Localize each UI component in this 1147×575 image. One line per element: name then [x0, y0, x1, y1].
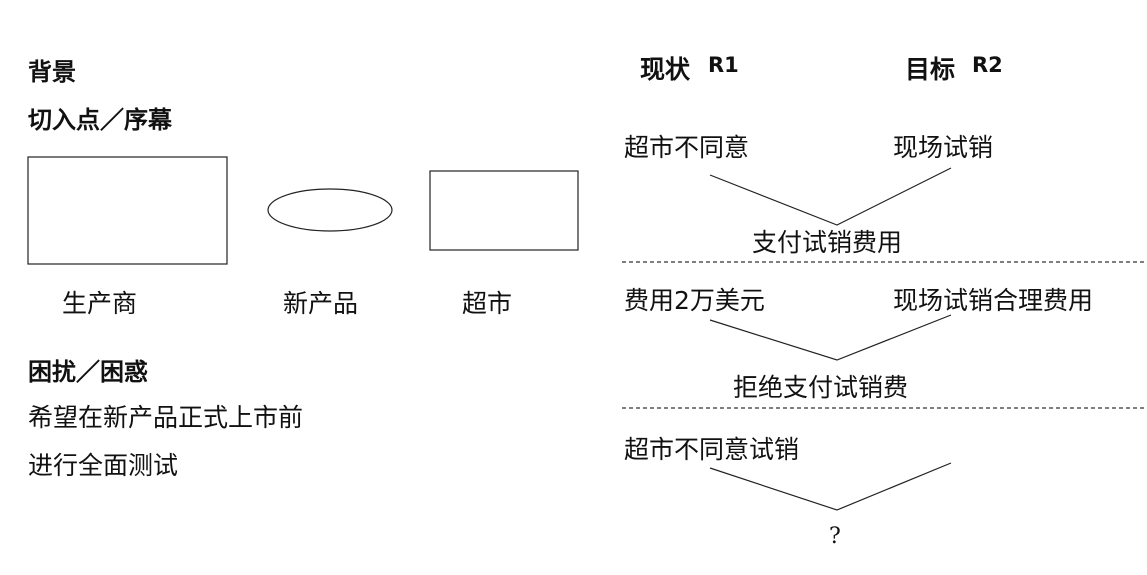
- conflict-1-lines: [709, 167, 952, 226]
- new-product-ellipse: [267, 188, 393, 232]
- producer-box: [27, 156, 228, 265]
- producer-label: 生产商: [62, 289, 138, 318]
- conflict-2-result: 拒绝支付试销费: [733, 373, 909, 402]
- background-heading: 背景: [28, 58, 76, 86]
- conflict-2-left: 费用2万美元: [624, 286, 765, 315]
- conflict-1-right: 现场试销: [893, 133, 994, 162]
- goal-label: 目标: [905, 55, 956, 84]
- conflict-2-right: 现场试销合理费用: [893, 286, 1094, 315]
- current-state-label: 现状: [640, 55, 691, 84]
- goal-code: R2: [972, 53, 1003, 77]
- entry-point-heading: 切入点／序幕: [28, 106, 172, 134]
- conflict-3-result: ?: [829, 524, 841, 549]
- conflict-1-left: 超市不同意: [624, 133, 750, 162]
- conflict-3-lines: [709, 462, 952, 511]
- supermarket-box: [429, 170, 579, 251]
- conflict-2-lines: [709, 314, 952, 361]
- trouble-heading: 困扰／困惑: [28, 358, 148, 386]
- new-product-label: 新产品: [283, 289, 359, 318]
- wish-line-2: 进行全面测试: [28, 451, 179, 480]
- wish-line-1: 希望在新产品正式上市前: [28, 403, 304, 432]
- supermarket-label: 超市: [462, 289, 513, 318]
- conflict-3-left: 超市不同意试销: [624, 435, 800, 464]
- conflict-1-result: 支付试销费用: [752, 228, 903, 257]
- current-state-code: R1: [708, 53, 739, 77]
